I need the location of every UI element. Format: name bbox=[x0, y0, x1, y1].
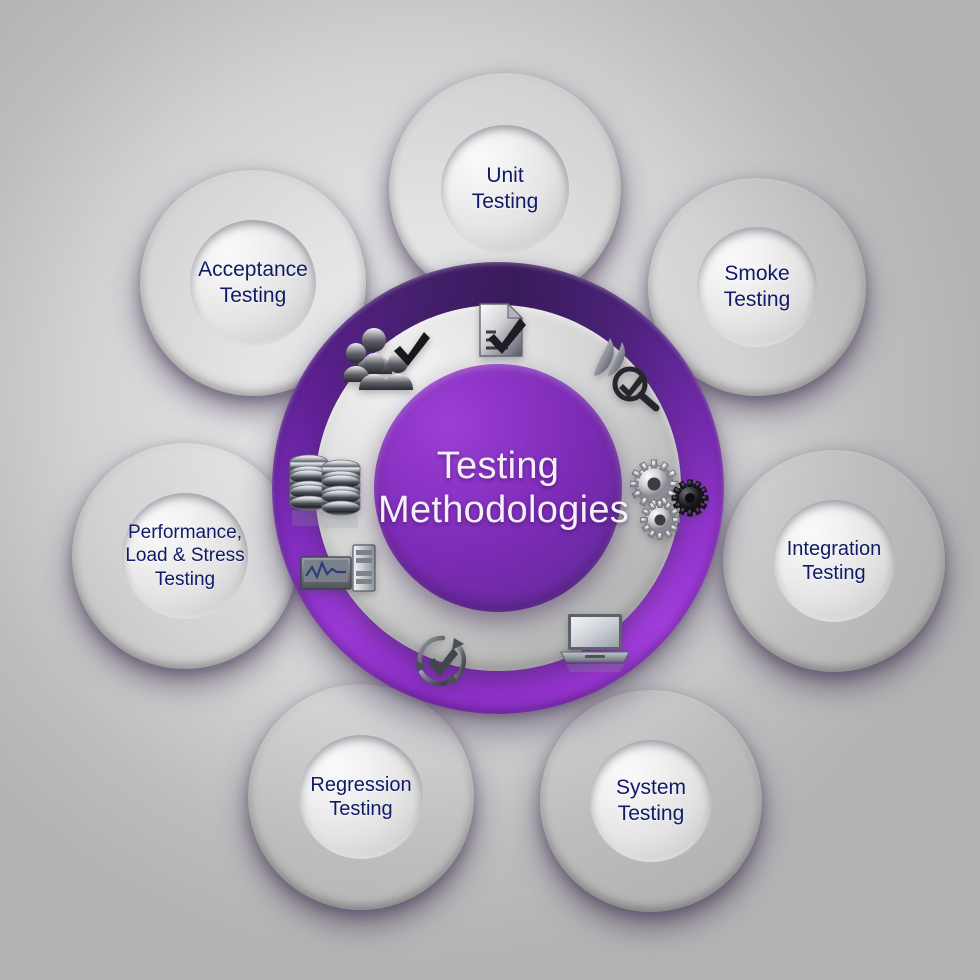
node-label: Acceptance Testing bbox=[198, 258, 308, 307]
performance-monitor-icon bbox=[300, 543, 376, 595]
node-label: System Testing bbox=[615, 776, 686, 825]
node-label: Regression Testing bbox=[310, 773, 412, 820]
node-hole: Acceptance Testing bbox=[190, 220, 316, 346]
laptop-icon bbox=[559, 612, 631, 674]
node-hole: System Testing bbox=[590, 740, 712, 862]
node-integration-testing[interactable]: Integration Testing bbox=[723, 450, 945, 672]
node-smoke-testing[interactable]: Smoke Testing bbox=[648, 178, 866, 396]
document-check-icon bbox=[476, 302, 526, 358]
smoke-magnifier-check-icon bbox=[588, 336, 662, 412]
node-label: Integration Testing bbox=[786, 537, 882, 584]
hub-center-label: Testing Methodologies bbox=[378, 444, 630, 531]
node-acceptance-testing[interactable]: Acceptance Testing bbox=[140, 170, 366, 396]
node-label: Unit Testing bbox=[471, 164, 539, 213]
node-label: Smoke Testing bbox=[723, 262, 791, 311]
hub-center-circle[interactable]: Testing Methodologies bbox=[374, 364, 630, 612]
gears-icon bbox=[630, 458, 716, 544]
refresh-cycle-check-icon bbox=[410, 626, 474, 690]
node-performance-load-stress-testing[interactable]: Performance, Load & Stress Testing bbox=[72, 443, 298, 669]
database-stack-icon bbox=[288, 453, 366, 529]
node-hole: Unit Testing bbox=[441, 125, 569, 253]
node-label: Performance, Load & Stress Testing bbox=[125, 522, 245, 590]
node-hole: Regression Testing bbox=[299, 735, 423, 859]
users-group-check-icon bbox=[344, 322, 436, 396]
node-system-testing[interactable]: System Testing bbox=[540, 690, 762, 912]
node-hole: Smoke Testing bbox=[697, 227, 817, 347]
node-hole: Integration Testing bbox=[773, 500, 895, 622]
node-hole: Performance, Load & Stress Testing bbox=[122, 493, 248, 619]
node-regression-testing[interactable]: Regression Testing bbox=[248, 684, 474, 910]
node-unit-testing[interactable]: Unit Testing bbox=[389, 73, 621, 305]
